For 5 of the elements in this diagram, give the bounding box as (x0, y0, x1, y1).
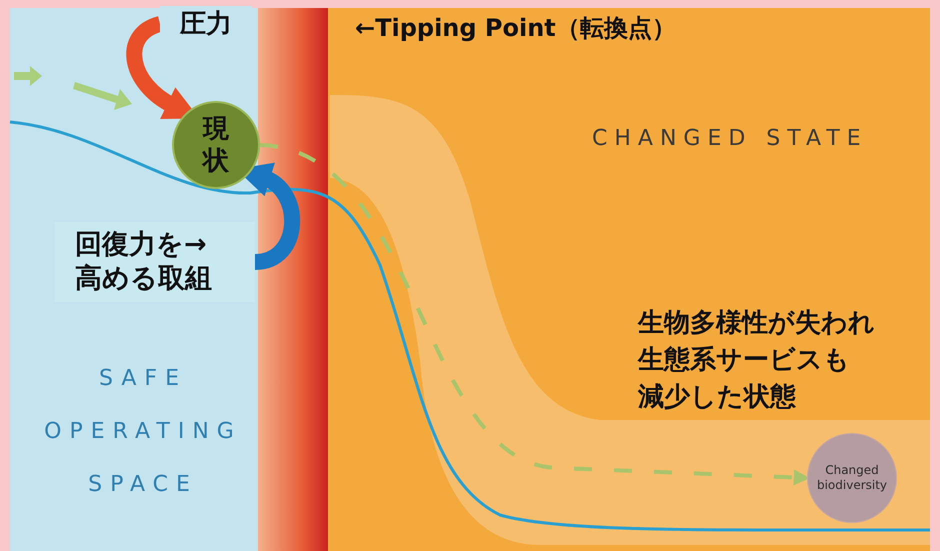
tipping-point-label: ←Tipping Point（転換点） (355, 13, 677, 44)
zone-title: CHANGED STATE (592, 126, 869, 151)
action-label: 回復力を→高める取組 (55, 222, 255, 302)
zone-title: SAFE OPERATING SPACE (43, 365, 243, 499)
description-text: 生物多様性が失われ生態系サービスも減少した状態 (638, 307, 876, 414)
